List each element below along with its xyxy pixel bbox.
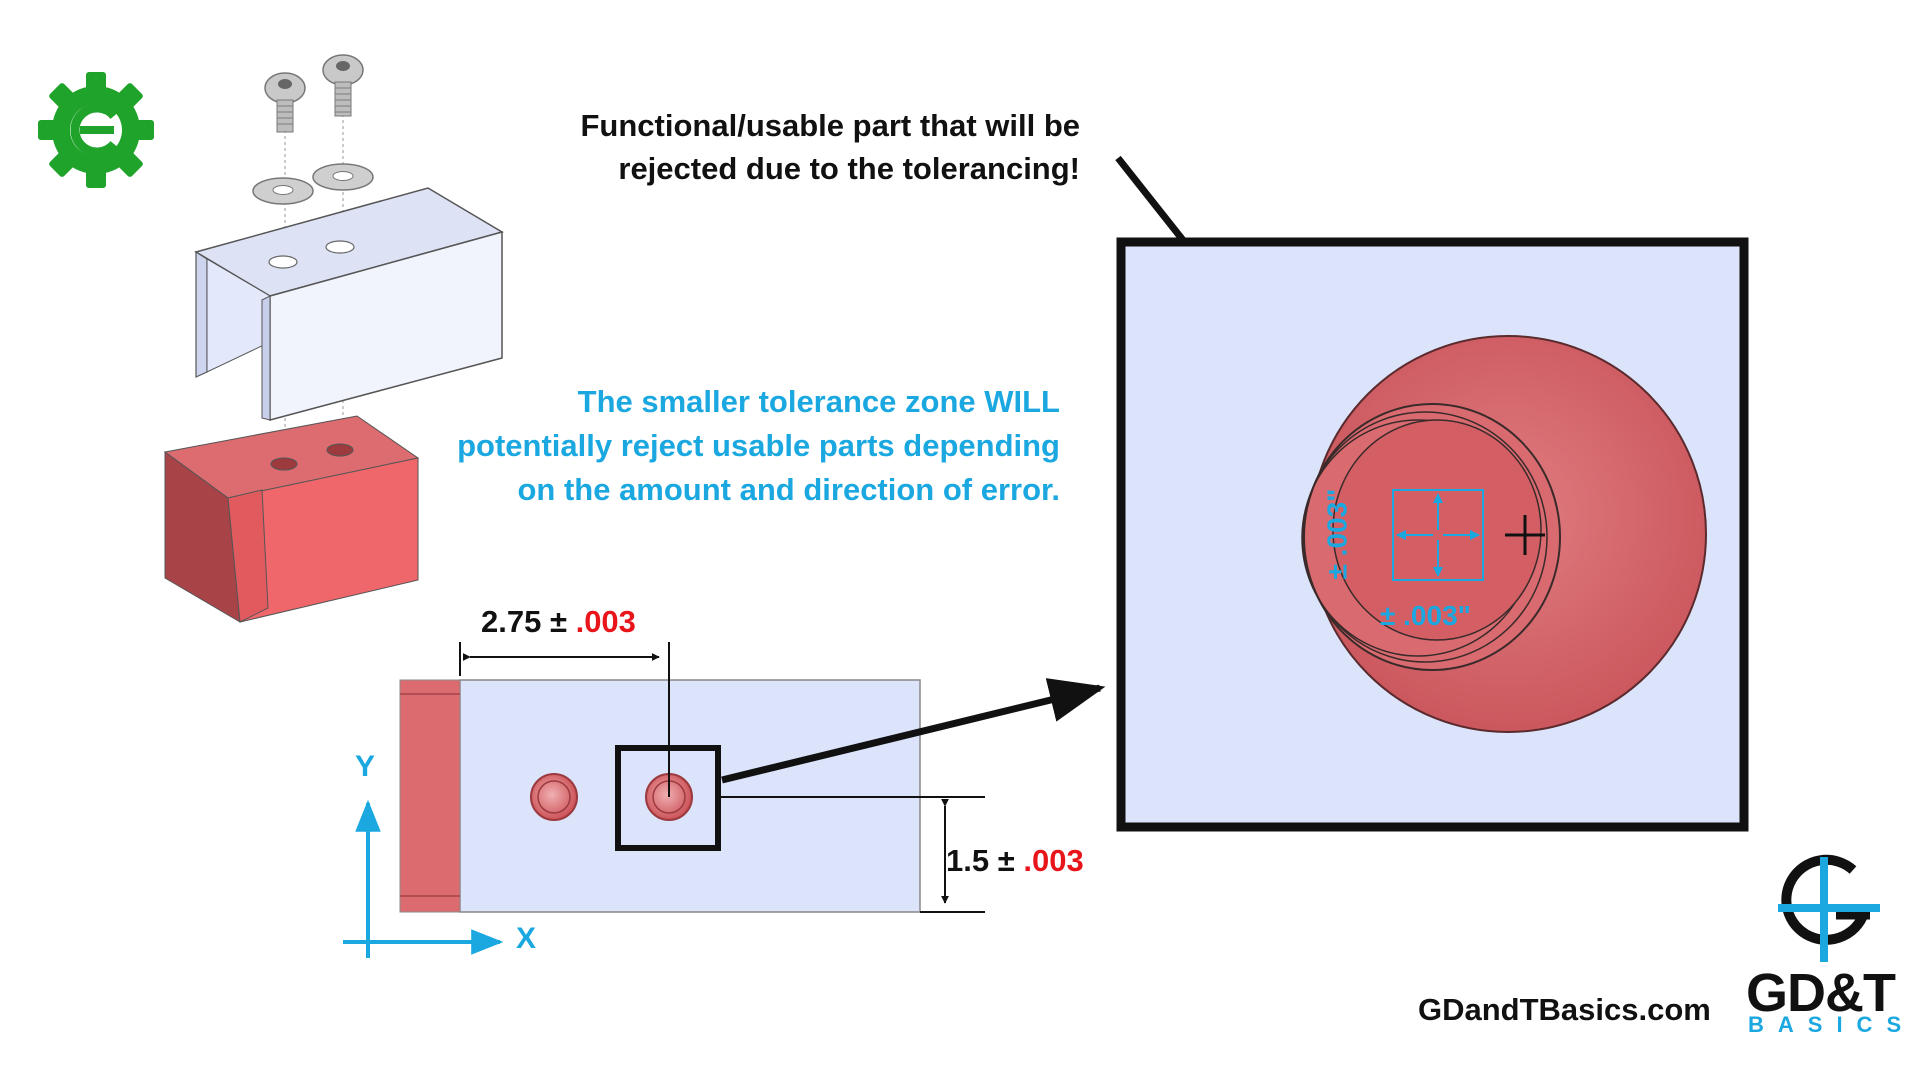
gdt-basics-logo-icon (1778, 854, 1880, 962)
note-line-2: potentially reject usable parts dependin… (457, 428, 1060, 463)
logo-wordmark: GD&T (1746, 963, 1896, 1023)
horizontal-tolerance: .003 (575, 604, 636, 639)
gear-logo-icon (38, 72, 154, 188)
vertical-tolerance: .003 (1023, 843, 1084, 878)
callout-line-2: rejected due to the tolerancing! (618, 151, 1080, 186)
horizontal-nominal: 2.75 ± (481, 604, 576, 639)
callout-line-1: Functional/usable part that will be (580, 108, 1081, 143)
zone-horizontal-label: ± .003" (1380, 600, 1471, 631)
y-axis-label: Y (355, 750, 376, 783)
x-axis-label: X (516, 922, 537, 955)
note-line-1: The smaller tolerance zone WILL (577, 384, 1060, 419)
logo-subtitle: BASICS (1748, 1012, 1916, 1037)
vertical-nominal: 1.5 ± (946, 843, 1024, 878)
vertical-dimension-label: 1.5 ± .003 (946, 843, 1084, 879)
bracket-part (194, 187, 504, 421)
tolerance-zone (1392, 489, 1484, 581)
zoom-arrow (721, 678, 1106, 784)
note-line-3: on the amount and direction of error. (517, 472, 1060, 507)
vertical-dimension (718, 796, 985, 913)
horizontal-dimension-label: 2.75 ± .003 (481, 604, 636, 640)
website-text: GDandTBasics.com (1418, 992, 1711, 1027)
red-block-part (163, 415, 420, 623)
zone-vertical-label: ± .003" (1321, 488, 1353, 580)
horizontal-dimension (459, 642, 670, 797)
xy-axes (343, 799, 504, 958)
washer-icon (252, 163, 374, 205)
actual-center-marker (1505, 515, 1545, 555)
tolerance-note: The smaller tolerance zone WILL potentia… (420, 380, 1060, 512)
callout-text: Functional/usable part that will be reje… (520, 104, 1081, 190)
